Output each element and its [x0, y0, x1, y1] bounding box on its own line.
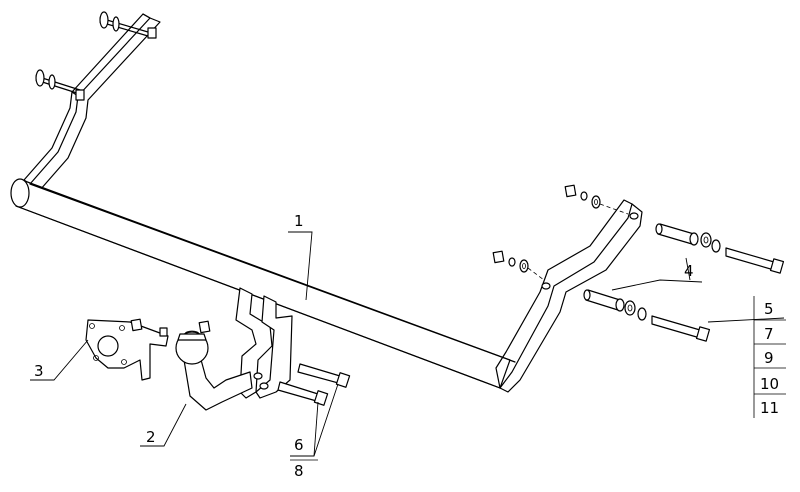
leader-lines: [30, 231, 785, 461]
callout-2: 2: [146, 428, 156, 446]
callout-11: 11: [760, 399, 779, 417]
tow-ball-neck: [175, 330, 253, 411]
right-mounting-bracket: [495, 199, 643, 393]
callout-9: 9: [764, 349, 774, 367]
tow-ball-mounting-plates: [235, 287, 293, 399]
left-mounting-bracket: [23, 11, 161, 191]
main-crossbar-tube: [10, 178, 516, 389]
callout-5: 5: [764, 300, 774, 318]
right-hardware-lower: [492, 250, 545, 281]
spacer-tubes: [583, 223, 699, 312]
callout-7: 7: [764, 325, 774, 343]
label-column-frame: [753, 296, 786, 418]
callout-4: 4: [684, 262, 694, 280]
callout-6: 6: [294, 436, 304, 454]
callout-3: 3: [34, 362, 44, 380]
callout-8: 8: [294, 462, 304, 480]
callout-10: 10: [760, 375, 779, 393]
electric-socket-plate: [85, 318, 169, 381]
right-long-bolts: [624, 232, 785, 342]
right-hardware-upper: [564, 184, 629, 215]
tow-ball-bolts: [198, 320, 351, 406]
callout-labels: 1 2 3 4 5 6 7 8 9 10 11: [34, 212, 779, 480]
callout-1: 1: [294, 212, 304, 230]
